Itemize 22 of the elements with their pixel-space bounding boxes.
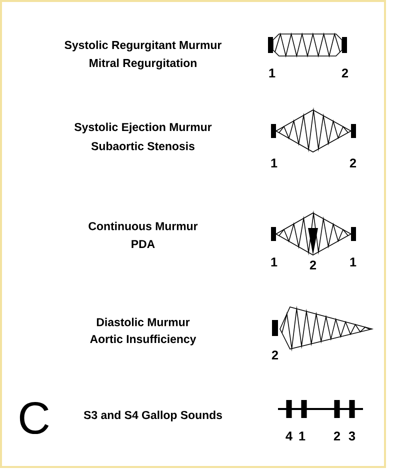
- heading: Diastolic Murmur: [96, 318, 190, 326]
- sound-number: 2: [310, 260, 316, 270]
- panel-letter: C: [20, 402, 49, 434]
- sound-number: 1: [269, 68, 276, 78]
- heading: Mitral Regurgitation: [90, 58, 196, 70]
- heading: Continuous Murmur: [88, 222, 198, 230]
- sound-number: 1: [271, 158, 278, 168]
- sound-number: 1: [350, 258, 356, 266]
- heading: Aortic Insufficiency: [90, 334, 196, 346]
- sound-number: 4: [286, 432, 292, 440]
- sound-number: 1: [271, 258, 278, 266]
- sound-number: 3: [348, 432, 356, 440]
- heading: Subaortic Stenosis: [91, 142, 194, 150]
- sound-number: 2: [272, 350, 278, 360]
- heading: S3 and S4 Gallop Sounds: [84, 410, 222, 422]
- heading: PDA: [132, 240, 155, 248]
- sound-number: 1: [299, 432, 306, 440]
- sound-number: 2: [334, 432, 340, 440]
- sound-number: 2: [342, 68, 348, 78]
- heading: Systolic Ejection Murmur: [74, 122, 212, 134]
- heading: Systolic Regurgitant Murmur: [64, 40, 222, 52]
- sound-number: 2: [350, 158, 356, 168]
